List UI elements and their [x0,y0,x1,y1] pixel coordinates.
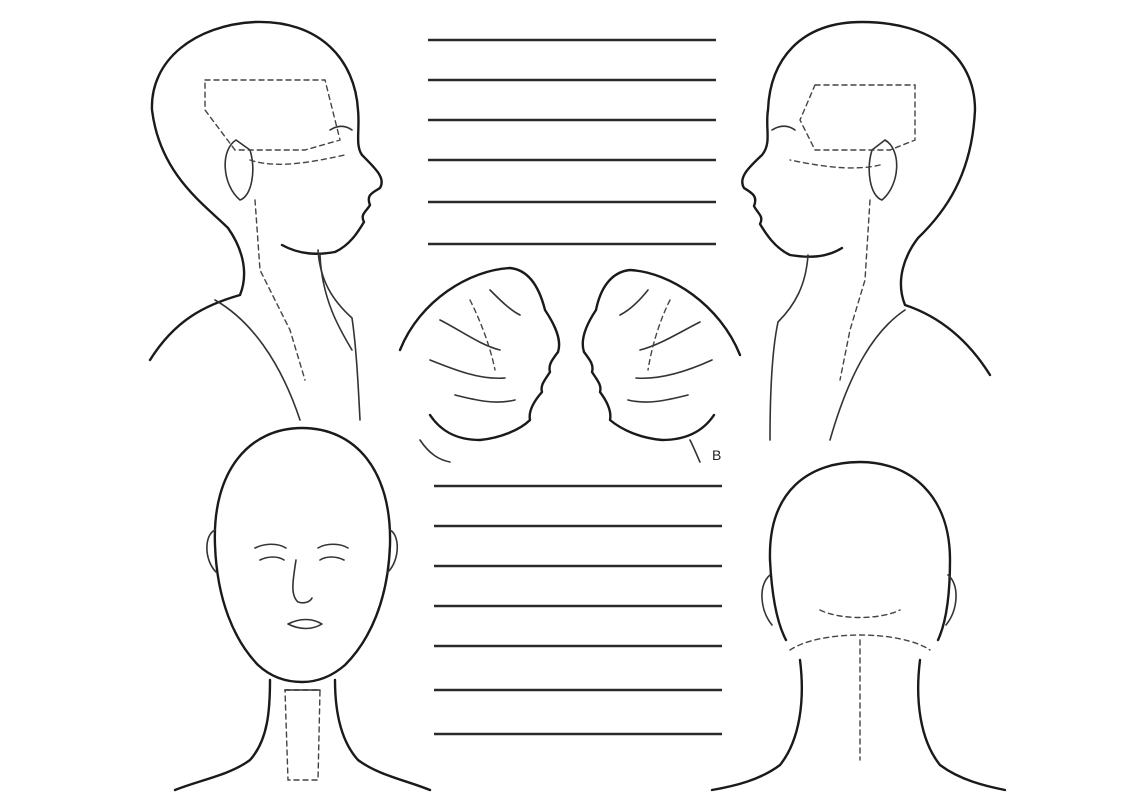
head-profile-left [742,22,990,440]
lower-answer-lines [434,486,722,734]
face-muscles-right [400,268,559,462]
head-front [175,428,430,790]
panel-label: B [712,447,721,463]
upper-answer-lines [428,40,716,244]
head-profile-right [150,22,382,420]
head-back [712,462,1005,790]
face-muscles-left [583,270,740,462]
